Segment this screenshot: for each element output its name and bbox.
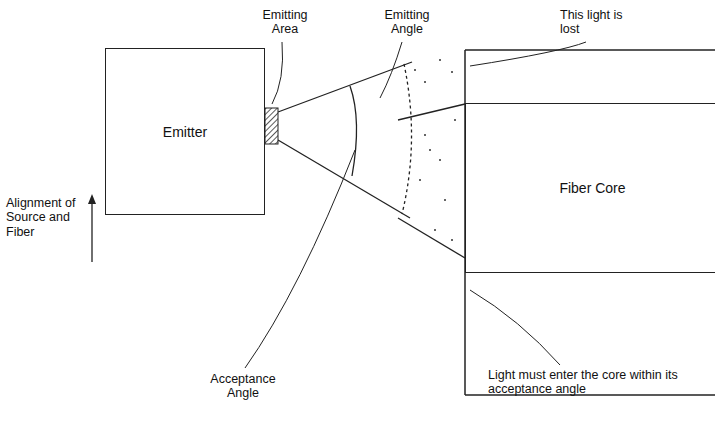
callout-label: Light must enter the core within its acc…	[488, 368, 688, 397]
emitter-box: Emitter	[105, 48, 265, 215]
node-label: Fiber Core	[559, 180, 625, 196]
fiber-core: Fiber Core	[465, 103, 715, 273]
callout-label: Emitting Angle	[372, 8, 442, 37]
callout-label: Alignment of Source and Fiber	[6, 196, 86, 239]
callout-label: Emitting Area	[250, 8, 320, 37]
emitting-area	[265, 108, 278, 144]
callout-label: This light is lost	[560, 8, 640, 37]
node-label: Emitter	[163, 124, 207, 140]
callout-label: Acceptance Angle	[198, 372, 288, 401]
light-rays	[278, 62, 465, 258]
leader-lines	[245, 42, 586, 368]
alignment-arrow	[88, 194, 96, 262]
scattered-light	[414, 59, 456, 241]
fiber-cladding	[465, 50, 715, 395]
